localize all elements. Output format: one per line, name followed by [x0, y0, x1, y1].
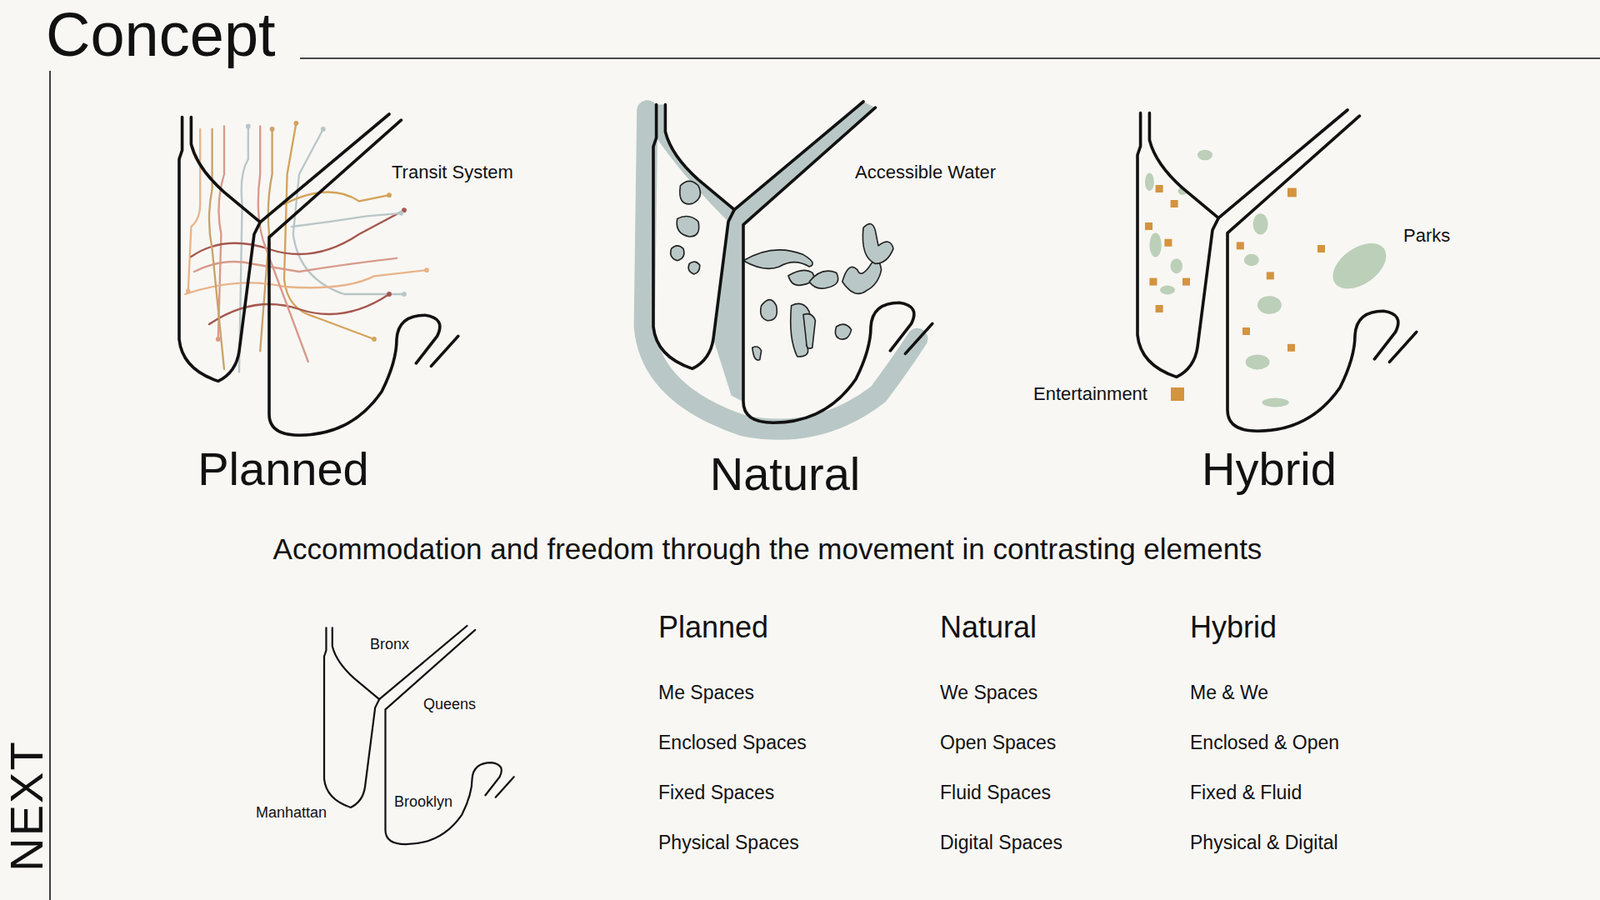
column-item: Enclosed & Open — [1190, 731, 1340, 754]
legend-label: Entertainment — [1033, 383, 1148, 405]
column-heading: Planned — [658, 610, 769, 645]
borough-map — [324, 625, 515, 845]
borough-label: Queens — [423, 695, 476, 714]
column-item: Me & We — [1190, 681, 1269, 704]
map-caption: Planned — [197, 442, 370, 496]
column-item: We Spaces — [940, 681, 1038, 704]
borough-label: Bronx — [370, 635, 410, 654]
slide-title: Concept — [45, 4, 276, 66]
borough-label: Brooklyn — [394, 793, 453, 811]
natural-map — [644, 101, 933, 430]
map-label: Transit System — [391, 161, 514, 183]
map-label: Accessible Water — [855, 161, 996, 183]
column-item: Fixed & Fluid — [1190, 781, 1302, 804]
title-rule — [300, 57, 1600, 60]
column-item: Fluid Spaces — [940, 781, 1051, 804]
column-heading: Hybrid — [1190, 610, 1277, 645]
map-caption: Hybrid — [1201, 442, 1337, 496]
column-item: Physical & Digital — [1190, 831, 1339, 854]
legend-swatch — [1170, 387, 1185, 401]
column-item: Fixed Spaces — [658, 781, 775, 804]
map-label: Parks — [1403, 225, 1450, 246]
borough-label: Manhattan — [255, 804, 327, 822]
column-item: Open Spaces — [940, 731, 1056, 754]
column-heading: Natural — [940, 610, 1037, 645]
hybrid-map — [1137, 110, 1417, 431]
side-rule — [49, 70, 51, 900]
column-item: Me Spaces — [658, 681, 755, 704]
column-item: Digital Spaces — [940, 831, 1063, 854]
side-brand: NEXT — [8, 740, 46, 871]
map-caption: Natural — [710, 447, 861, 501]
column-item: Enclosed Spaces — [658, 731, 807, 754]
column-item: Physical Spaces — [658, 831, 800, 854]
concept-statement: Accommodation and freedom through the mo… — [273, 532, 1263, 566]
